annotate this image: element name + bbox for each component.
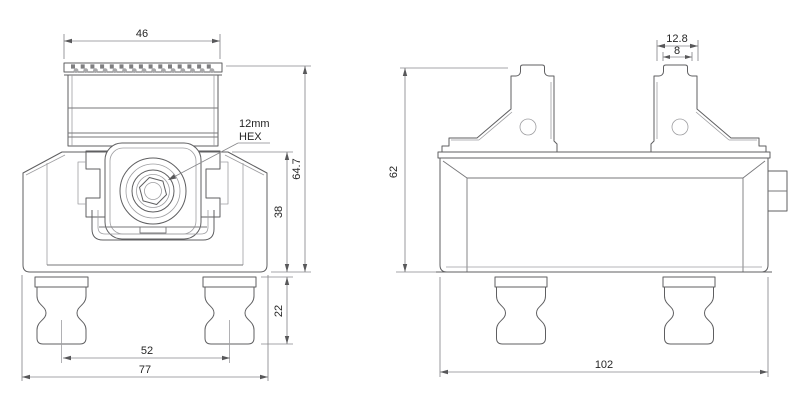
- arrowhead: [63, 355, 71, 361]
- arrowhead: [222, 355, 230, 361]
- dim-text-77: 77: [139, 364, 151, 376]
- arrowhead: [657, 43, 665, 49]
- front-view: 46 64.7 38: [21, 28, 311, 381]
- dim-side-height-62: 62: [388, 67, 508, 273]
- left-wing-edge: [25, 154, 66, 176]
- top-plate: [437, 151, 771, 159]
- left-foot-cap: [34, 276, 89, 288]
- cam-ring-3: [131, 169, 175, 213]
- dim-text-128: 12.8: [666, 33, 687, 45]
- side-left-foot-cap: [494, 276, 548, 288]
- right-foot-cap: [202, 276, 257, 288]
- arrowhead: [760, 369, 768, 375]
- arrowhead: [64, 38, 72, 44]
- jaw-block: [67, 74, 219, 147]
- cam-ring-2: [125, 163, 181, 219]
- clamp-stirrup-inner: [97, 210, 209, 235]
- side-part: [436, 64, 788, 345]
- dim-base-length-102: 102: [439, 277, 769, 377]
- arrowhead: [260, 374, 268, 380]
- arrowhead: [402, 68, 408, 76]
- dim-text-22: 22: [273, 305, 285, 317]
- left-bracket-slope-edge: [478, 111, 513, 141]
- arrowhead: [284, 152, 290, 160]
- left-jaw-bracket: [441, 64, 558, 153]
- side-right-foot-cap: [662, 276, 716, 288]
- stirrup-notch: [139, 226, 167, 234]
- side-view: 12.8 8 62: [388, 33, 788, 377]
- body-chamfer-right: [742, 160, 766, 179]
- dim-text-52: 52: [141, 345, 153, 357]
- left-bracket-hole: [519, 118, 537, 136]
- arrowhead: [212, 38, 220, 44]
- right-bracket-slope-edge: [695, 111, 730, 141]
- right-jaw-bracket: [650, 64, 767, 153]
- cam-ring-4: [136, 174, 170, 208]
- side-dimensions: 12.8 8 62: [388, 33, 769, 377]
- vise-body-outline: [22, 151, 268, 273]
- arrowhead: [284, 336, 290, 344]
- side-left-foot: [496, 286, 546, 345]
- hex-annotation: 12mm HEX: [168, 118, 270, 180]
- left-hook-tab: [77, 161, 86, 205]
- arrowhead: [22, 374, 30, 380]
- arrowhead: [440, 369, 448, 375]
- dim-text-102: 102: [595, 359, 613, 371]
- dim-jaw-width-46: 46: [63, 28, 221, 59]
- dim-stud-neck-8: 8: [662, 45, 693, 61]
- arrowhead: [302, 264, 308, 272]
- front-dimensions: 46 64.7 38: [21, 28, 311, 381]
- front-part: [22, 62, 268, 363]
- arrowhead: [402, 264, 408, 272]
- dim-body-height-38: 38: [232, 151, 293, 272]
- body-chamfer-left: [442, 160, 468, 179]
- cam-ring-outer: [119, 157, 187, 225]
- dim-text-62: 62: [388, 166, 400, 178]
- clamp-stirrup-outer: [91, 210, 215, 241]
- arrowhead: [302, 66, 308, 74]
- hex-leader-arrow: [168, 174, 177, 180]
- cam-circles: [119, 157, 187, 225]
- right-hook-tab: [220, 161, 229, 205]
- dim-text-38: 38: [273, 206, 285, 218]
- center-cam-plate: [104, 142, 202, 240]
- dim-total-height-647: 64.7: [226, 65, 311, 273]
- hex-socket: [139, 177, 167, 205]
- right-wing-edge: [224, 154, 265, 176]
- hex-leader-line: [168, 142, 239, 180]
- side-right-foot: [664, 286, 714, 345]
- arrowhead: [663, 55, 670, 59]
- cam-bore: [144, 182, 162, 200]
- dim-overall-width-77: 77: [21, 275, 269, 381]
- dim-text-46: 46: [136, 28, 148, 40]
- arrowhead: [284, 264, 290, 272]
- dim-stud-width-128: 12.8: [656, 33, 699, 61]
- dim-foot-height-22: 22: [261, 276, 293, 345]
- dim-text-647: 64.7: [291, 158, 303, 179]
- hex-note-line1: 12mm: [239, 118, 270, 130]
- arrowhead: [690, 43, 698, 49]
- hex-note-line2: HEX: [239, 131, 262, 143]
- side-body-outline: [439, 158, 769, 273]
- right-bracket-hole: [671, 118, 689, 136]
- arrowhead: [284, 277, 290, 285]
- dim-foot-spacing-52: 52: [63, 345, 230, 361]
- dim-text-8: 8: [674, 45, 680, 57]
- arrowhead: [685, 55, 692, 59]
